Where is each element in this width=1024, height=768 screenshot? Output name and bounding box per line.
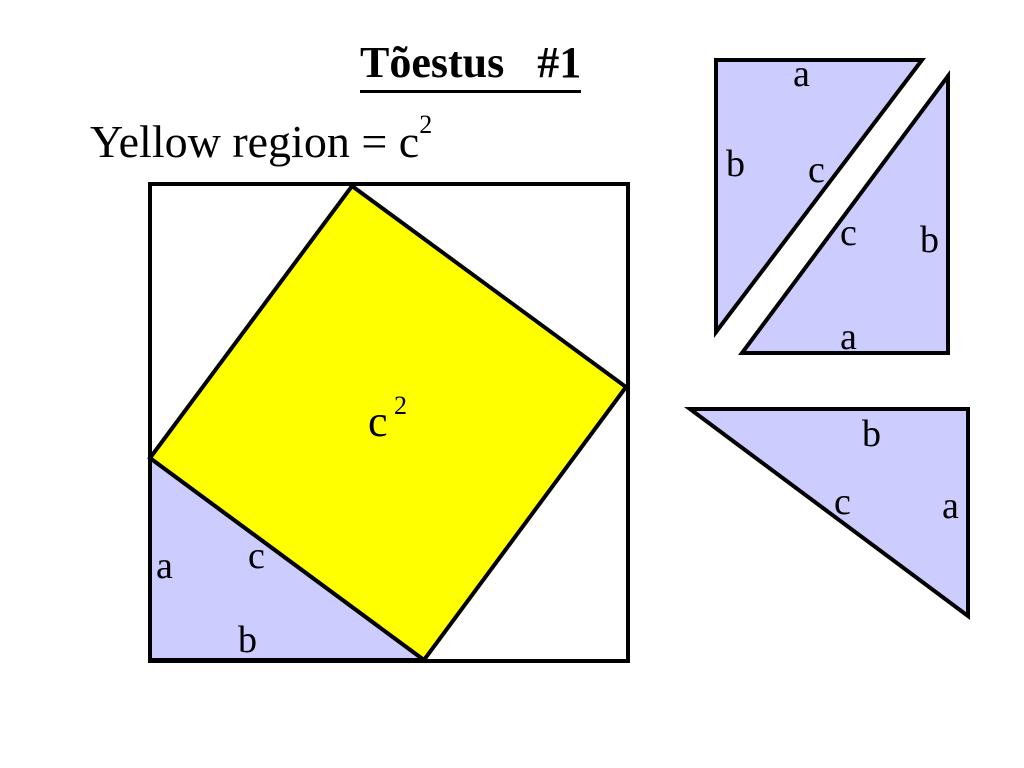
triangle-bottom-right [683,407,970,620]
label-a-bottom-right: a [942,485,959,527]
label-b-bottom-left: b [238,619,257,661]
square-center-label-base: c [368,397,388,446]
label-a-bottom-left: a [156,545,173,587]
label-c-bottom-left: c [248,535,265,577]
formula: Yellow region = c2 [90,110,432,168]
label-c-top-right-left: c [808,149,825,191]
label-c-bottom-right: c [834,481,851,523]
page-title: Tõestus #1 [360,38,582,93]
triangle-top-right-right [738,69,950,355]
label-a-top-right-left: a [793,53,810,95]
title-container: Tõestus #1 [360,38,620,93]
yellow-square [147,183,629,663]
label-a-top-right-right: a [840,316,857,358]
label-b-top-right-left: b [726,143,745,185]
triangle-top-right-left [714,58,927,338]
label-c-top-right-right: c [840,212,857,254]
label-b-bottom-right: b [862,413,881,455]
formula-exponent: 2 [419,110,433,139]
square-center-label-exponent: 2 [394,391,407,420]
formula-text: Yellow region = c [90,116,420,167]
label-b-top-right-right: b [920,219,939,261]
